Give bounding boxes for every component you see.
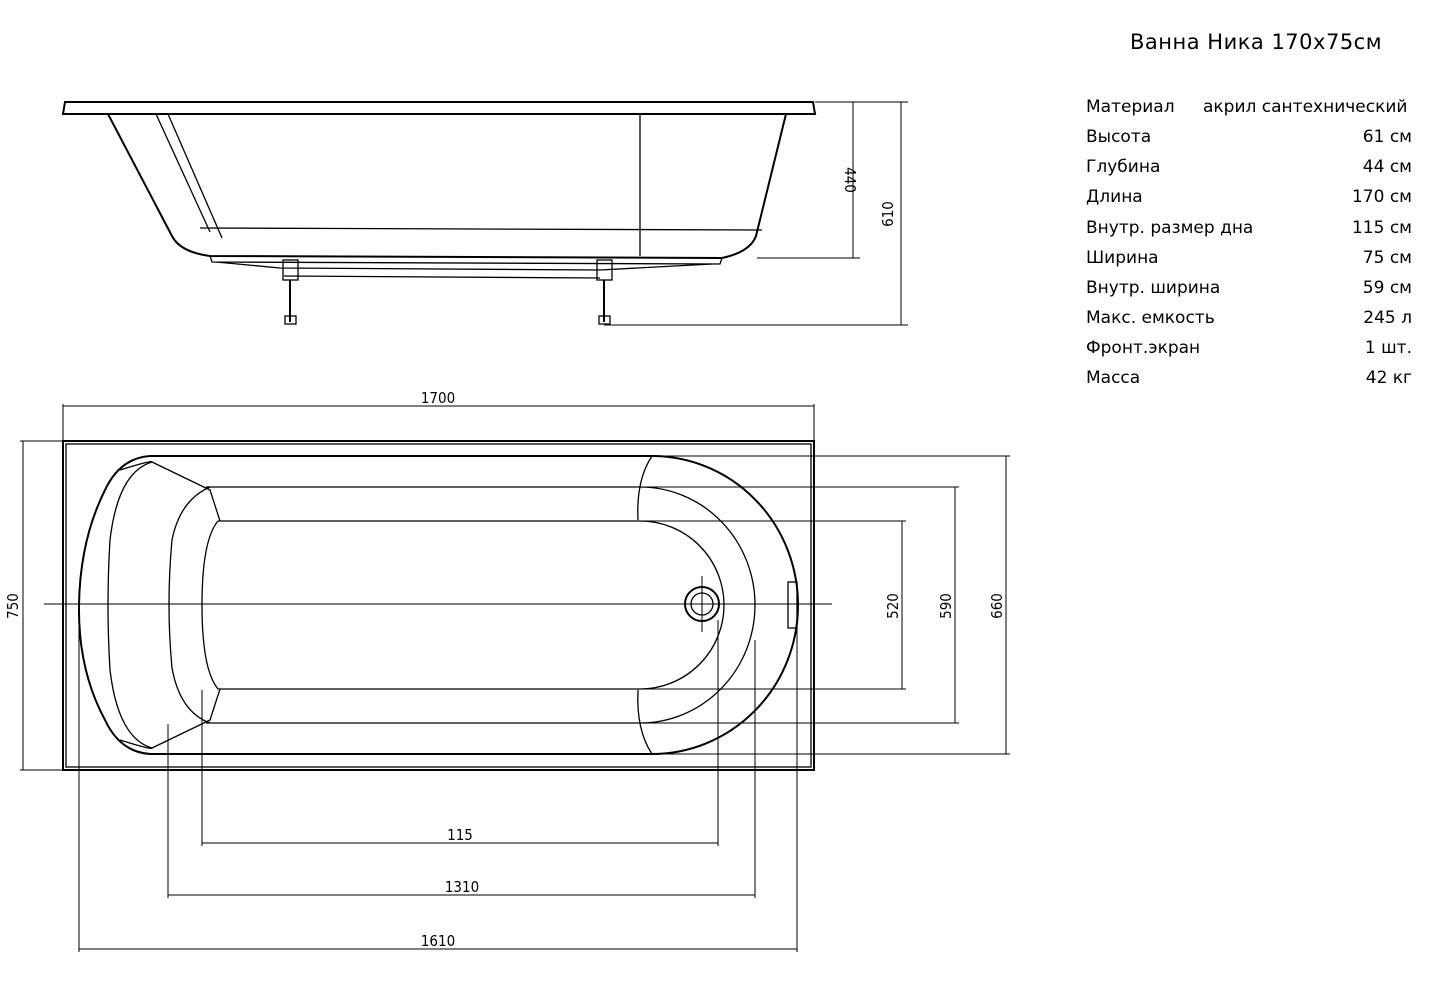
spec-row: Высота 61 см — [1086, 127, 1416, 151]
dim-590: 590 — [937, 593, 955, 619]
spec-value: 61 см — [1362, 127, 1412, 147]
spec-label: Материал — [1086, 97, 1175, 117]
spec-label: Фронт.экран — [1086, 338, 1201, 358]
spec-value: 42 кг — [1365, 368, 1412, 388]
spec-value: акрил сантехнический — [1203, 97, 1408, 117]
page-title: Ванна Ника 170x75см — [1130, 30, 1383, 54]
right-leg — [596, 259, 613, 325]
spec-value: 75 см — [1362, 248, 1412, 268]
spec-row: Фронт.экран 1 шт. — [1086, 338, 1416, 362]
spec-value: 170 см — [1351, 187, 1412, 207]
dim-1610: 1610 — [421, 932, 455, 950]
spec-label: Длина — [1086, 187, 1143, 207]
inner-bottom — [218, 520, 725, 690]
spec-value: 44 см — [1362, 157, 1412, 177]
spec-row: Внутр. размер дна 115 см — [1086, 218, 1416, 242]
spec-row: Глубина 44 см — [1086, 157, 1416, 181]
dim-440: 440 — [841, 167, 859, 193]
spec-label: Масса — [1086, 368, 1141, 388]
spec-value: 115 см — [1351, 218, 1412, 238]
spec-row: Длина 170 см — [1086, 187, 1416, 211]
side-view: 440 610 — [61, 101, 908, 326]
inner-bowl — [206, 486, 756, 724]
dim-660: 660 — [988, 593, 1006, 619]
rim-outline — [77, 455, 799, 755]
spec-row: Внутр. ширина 59 см — [1086, 278, 1416, 302]
spec-value: 59 см — [1362, 278, 1412, 298]
dim-610: 610 — [879, 201, 897, 227]
side-body — [107, 113, 787, 260]
dim-1310: 1310 — [445, 878, 479, 896]
dim-115: 115 — [447, 826, 473, 844]
spec-value: 1 шт. — [1364, 338, 1412, 358]
spec-label: Ширина — [1086, 248, 1159, 268]
spec-row: Материал акрил сантехнический — [1086, 97, 1416, 121]
top-view: 1700 750 520 590 660 115 1310 — [4, 389, 1010, 952]
headrest — [151, 461, 221, 749]
spec-row: Масса 42 кг — [1086, 368, 1416, 392]
left-leg — [282, 259, 299, 325]
top-outline — [62, 440, 815, 771]
side-rim — [61, 101, 817, 115]
dim-520: 520 — [884, 593, 902, 619]
spec-value: 245 л — [1363, 308, 1412, 328]
dim-1700: 1700 — [421, 389, 455, 407]
spec-label: Внутр. размер дна — [1086, 218, 1254, 238]
spec-row: Ширина 75 см — [1086, 248, 1416, 272]
spec-row: Макс. емкость 245 л — [1086, 308, 1416, 332]
spec-label: Макс. емкость — [1086, 308, 1215, 328]
dim-750: 750 — [4, 593, 22, 619]
spec-label: Высота — [1086, 127, 1152, 147]
spec-label: Глубина — [1086, 157, 1161, 177]
spec-label: Внутр. ширина — [1086, 278, 1221, 298]
